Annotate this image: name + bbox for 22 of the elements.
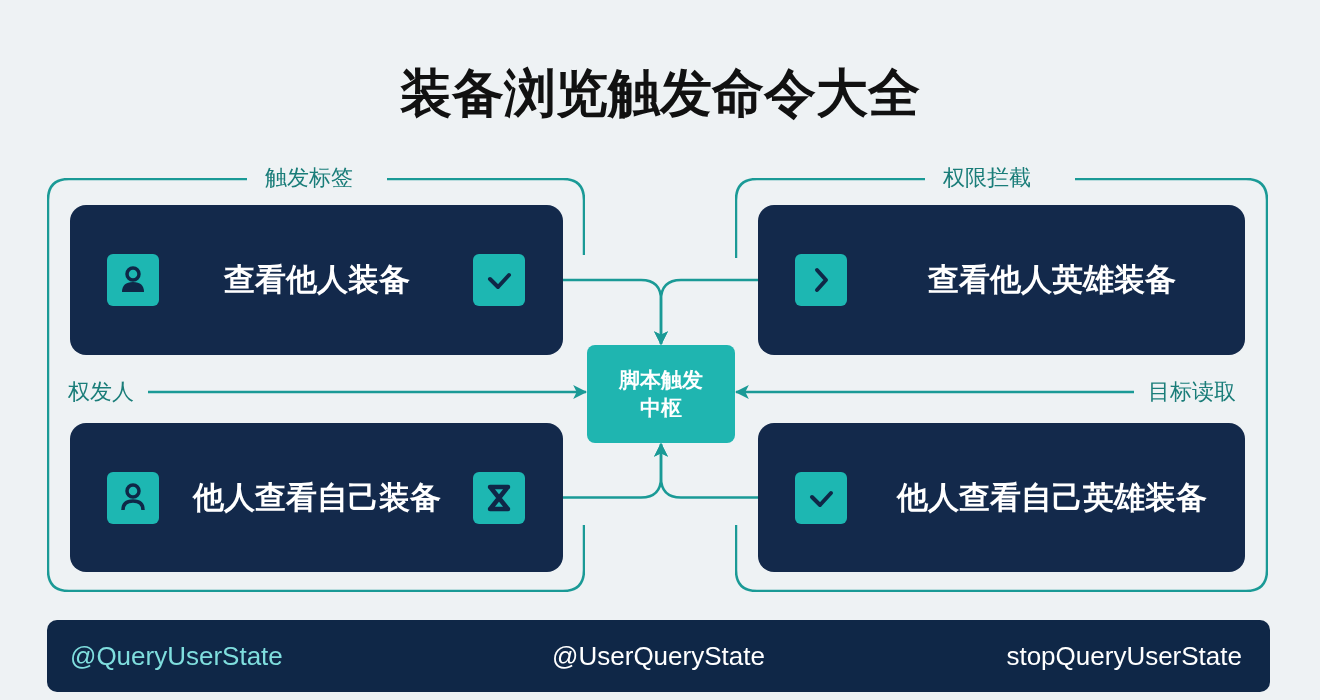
process-box bbox=[70, 423, 563, 572]
group-label: 权限拦截 bbox=[943, 164, 1031, 192]
arrow bbox=[654, 278, 758, 346]
flow-label: 目标读取 bbox=[1148, 378, 1236, 406]
process-box bbox=[758, 423, 1245, 572]
box-label: 他人查看自己英雄装备 bbox=[896, 478, 1207, 517]
arrow bbox=[654, 442, 758, 499]
process-box bbox=[70, 205, 563, 355]
command-text: @QueryUserState bbox=[70, 640, 283, 672]
box-label: 他人查看自己装备 bbox=[192, 478, 441, 517]
box-label: 查看他人英雄装备 bbox=[927, 261, 1176, 299]
code-bar bbox=[47, 620, 1270, 692]
process-box bbox=[758, 205, 1245, 355]
flow-label: 权发人 bbox=[68, 378, 134, 406]
command-text: stopQueryUserState bbox=[1006, 640, 1242, 672]
box-label: 查看他人装备 bbox=[223, 261, 410, 299]
command-text: @UserQueryState bbox=[552, 640, 765, 672]
group-label: 触发标签 bbox=[265, 164, 353, 192]
hub-box: 脚本触发中枢 bbox=[587, 345, 735, 443]
arrow bbox=[734, 385, 1134, 399]
arrow bbox=[148, 385, 588, 399]
title: 装备浏览触发命令大全 bbox=[399, 63, 921, 124]
